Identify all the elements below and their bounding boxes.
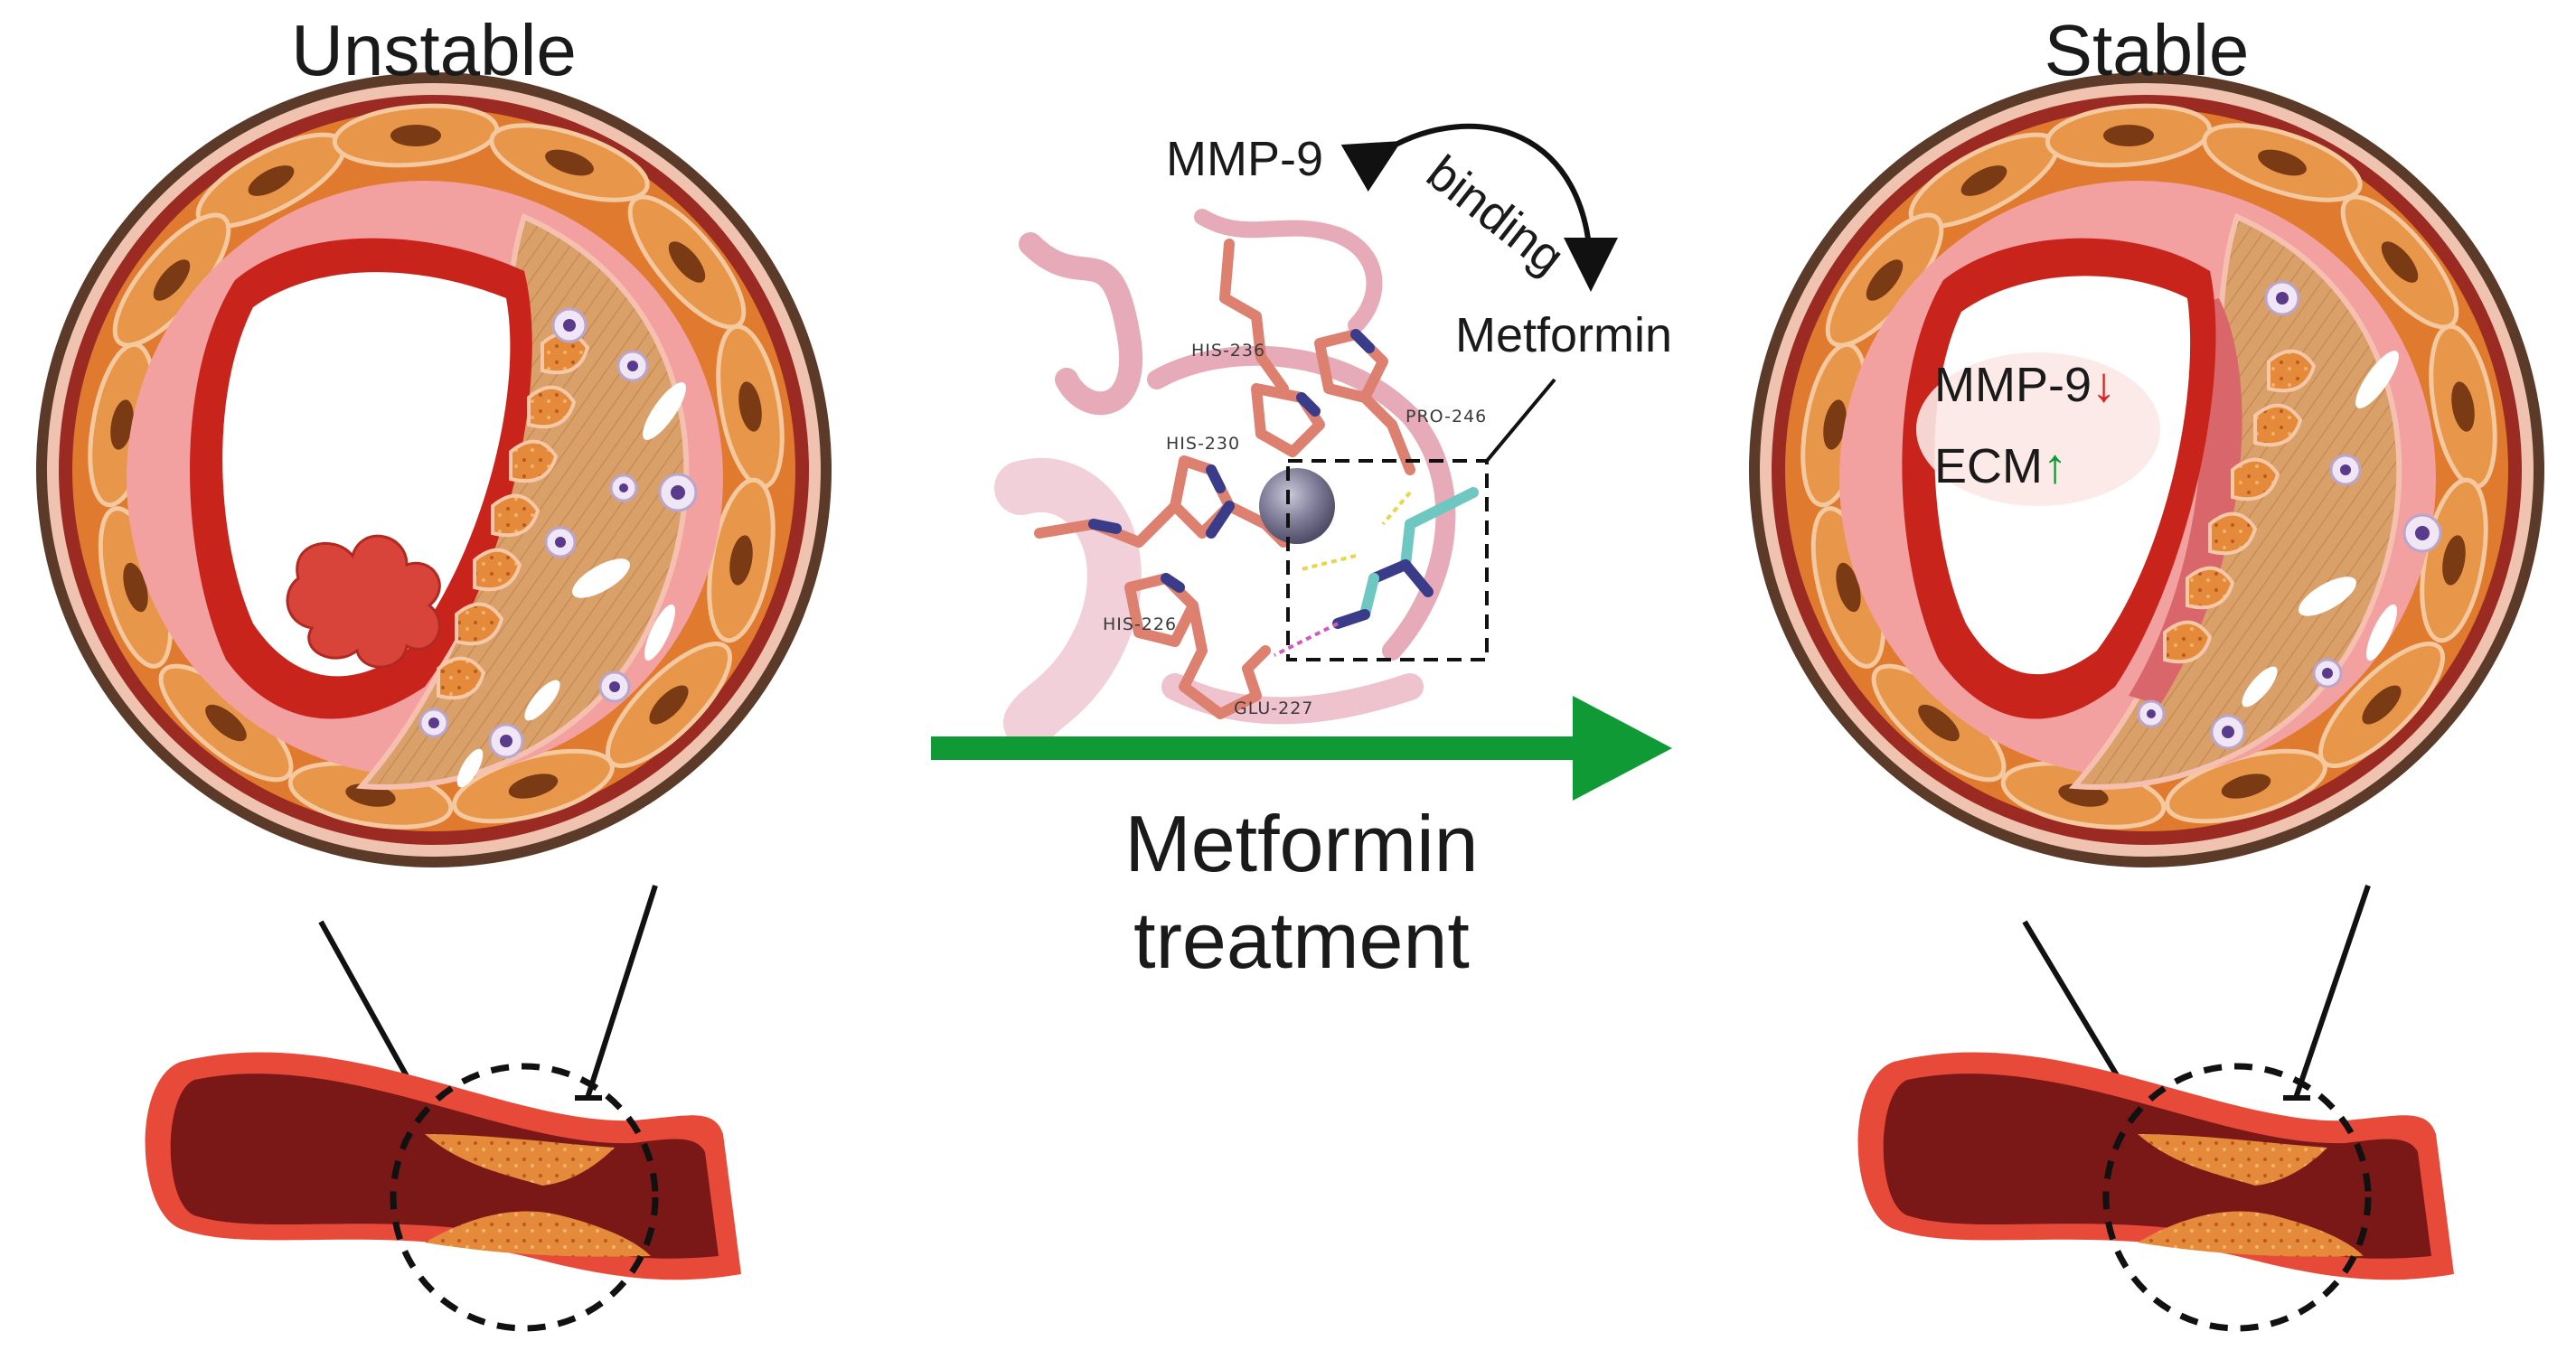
plaque-lower (2138, 1211, 2364, 1257)
vessel-lumen (1883, 1074, 2431, 1259)
unstable-title: Unstable (291, 10, 577, 90)
zoom-circle-right (2102, 1063, 2372, 1332)
inflammatory-cells (2137, 280, 2442, 750)
callout-line (1485, 378, 1556, 463)
stable-title: Stable (2044, 10, 2250, 90)
binding-site-box (1286, 459, 1489, 661)
fibrous-cap (2129, 298, 2242, 705)
up-arrow-icon: ↑ (2043, 439, 2067, 493)
residue-label-his226: HIS-226 (1103, 614, 1178, 634)
mmp9-decrease-annotation: MMP-9↓ (1934, 357, 2116, 413)
inflammatory-cells (418, 307, 698, 759)
nitrogen-atoms (1088, 329, 1375, 593)
down-arrow-icon: ↓ (2092, 358, 2116, 412)
docking-structure (994, 208, 1556, 750)
mmp9-annotation-text: MMP-9 (1934, 358, 2092, 412)
zinc-ion (1259, 468, 1335, 544)
cholesterol-clefts (456, 382, 686, 788)
annotation-highlight (1916, 352, 2160, 506)
stable-vessel-longitudinal (1857, 1052, 2454, 1332)
cell-nuclei (1823, 125, 2475, 807)
binding-arrow (1340, 123, 1618, 292)
residue-label-his236: HIS-236 (1191, 341, 1266, 361)
ecm-annotation-text: ECM (1934, 439, 2043, 493)
mmp9-protein-label: MMP-9 (1166, 132, 1323, 186)
residue-label-pro246: PRO-246 (1406, 407, 1488, 427)
vessel-lumen (170, 1074, 719, 1259)
hydrogen-bonds (1274, 491, 1412, 657)
metformin-ligand (1332, 487, 1479, 629)
plaque-lower (425, 1211, 651, 1257)
treatment-label: Metformin treatment (931, 795, 1672, 989)
foam-cells (2163, 349, 2317, 664)
residue-label-glu227: GLU-227 (1234, 699, 1314, 718)
thrombus (286, 534, 441, 669)
unstable-vessel-longitudinal (145, 1052, 741, 1332)
cell-nuclei (110, 125, 762, 807)
residue-label-his230: HIS-230 (1166, 434, 1241, 454)
plaque-upper (2138, 1134, 2327, 1186)
treatment-arrow-head (1573, 696, 1672, 801)
zoom-circle-left (390, 1063, 659, 1332)
plaque-upper (425, 1134, 615, 1186)
cholesterol-clefts (2242, 351, 2399, 708)
treatment-label-line2: treatment (1133, 895, 1470, 986)
ecm-increase-annotation: ECM↑ (1934, 438, 2067, 494)
treatment-label-line1: Metformin (1124, 799, 1479, 888)
metformin-ligand-label: Metformin (1455, 308, 1673, 362)
unstable-artery-cross-section (36, 72, 832, 867)
stable-artery-cross-section (1749, 72, 2544, 867)
